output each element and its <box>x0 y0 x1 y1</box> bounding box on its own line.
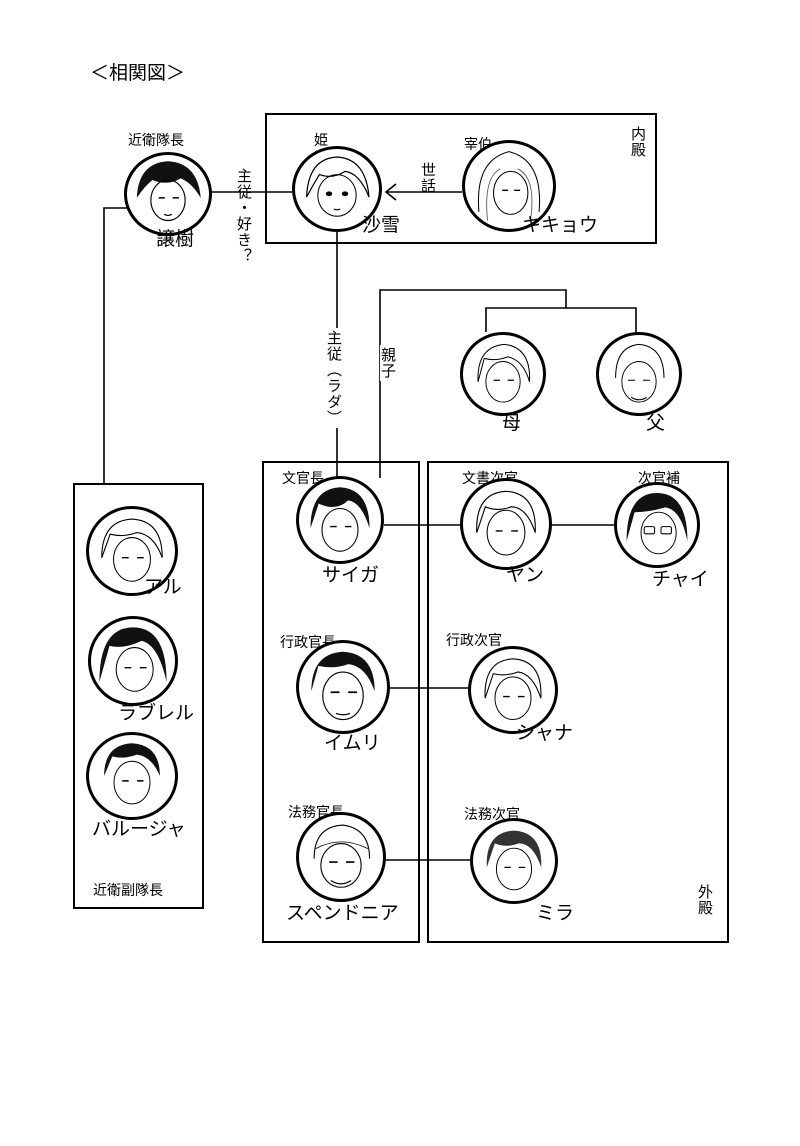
raburel-name: ラブレル <box>118 702 195 724</box>
shana-portrait <box>468 646 558 734</box>
portrait-icon <box>615 343 665 403</box>
line-yuzuki-vice-guard <box>103 207 146 485</box>
page-title: ＜相関図＞ <box>90 62 186 84</box>
vice-guard-box <box>73 483 204 909</box>
chai-name: チャイ <box>652 568 709 590</box>
portrait-icon <box>104 743 160 805</box>
portrait-icon <box>99 627 167 692</box>
mira-portrait <box>470 818 558 904</box>
sayuki-portrait <box>292 146 382 232</box>
line-parents-saiga <box>379 289 567 478</box>
imuri-portrait <box>296 640 390 734</box>
spendnia-portrait <box>296 812 386 902</box>
mira-name: ミラ <box>536 902 575 924</box>
raburel-portrait <box>88 616 178 706</box>
chai-portrait <box>614 482 700 568</box>
portrait-icon <box>306 156 370 217</box>
shana-role: 行政次官 <box>446 633 502 649</box>
vice-guard-label: 近衛副隊長 <box>93 883 163 899</box>
inner-palace-box <box>265 113 657 244</box>
portrait-icon <box>136 161 201 222</box>
baruja-name: バルージャ <box>92 818 186 840</box>
portrait-icon <box>486 830 542 891</box>
yuzuki-role: 近衛隊長 <box>128 133 184 149</box>
yan-portrait <box>460 478 552 570</box>
kikyou-portrait <box>462 140 556 232</box>
portrait-icon <box>476 490 536 556</box>
sayuki-name: 沙雪 <box>362 214 401 236</box>
kikyou-name: キキョウ <box>522 214 599 236</box>
mother-name: 母 <box>502 412 522 434</box>
inner-palace-label: 内殿 <box>629 126 647 158</box>
baruja-portrait <box>86 732 178 820</box>
yuzuki-portrait <box>124 152 212 236</box>
outer-palace-left-box <box>262 461 420 943</box>
father-name: 父 <box>646 412 666 434</box>
outer-palace-label: 外殿 <box>696 884 714 916</box>
aru-name: アル <box>144 576 182 598</box>
aru-portrait <box>86 506 178 596</box>
label-parent-child: 親子 <box>379 345 397 381</box>
yuzuki-name: 譲樹 <box>156 228 195 250</box>
portrait-icon <box>313 824 371 888</box>
label-kikyou-sayuki: 世話 <box>419 162 437 194</box>
spendnia-name: スペンドニア <box>286 902 399 924</box>
portrait-icon <box>101 518 163 582</box>
mother-portrait <box>460 332 546 416</box>
portrait-icon <box>310 487 370 552</box>
portrait-icon <box>311 651 375 721</box>
shana-name: シャナ <box>516 722 574 744</box>
label-yuzuki-sayuki: 主従・好き？ <box>235 168 253 264</box>
saiga-name: サイガ <box>322 564 380 586</box>
yan-name: ヤン <box>506 564 545 586</box>
outer-palace-right-box <box>427 461 729 943</box>
portrait-icon <box>477 151 541 221</box>
portrait-icon <box>484 658 542 721</box>
imuri-name: イムリ <box>324 732 381 754</box>
sayuki-role: 姫 <box>314 133 328 149</box>
line-parents-branch <box>485 307 637 332</box>
saiga-portrait <box>296 476 384 564</box>
saiga-role: 文官長 <box>282 471 324 487</box>
portrait-icon <box>477 343 531 403</box>
arrow-kikyou-sayuki <box>384 183 462 201</box>
father-portrait <box>596 332 682 416</box>
label-sayuki-saiga: 主従（ラダ） <box>325 328 343 428</box>
portrait-icon <box>626 493 688 555</box>
